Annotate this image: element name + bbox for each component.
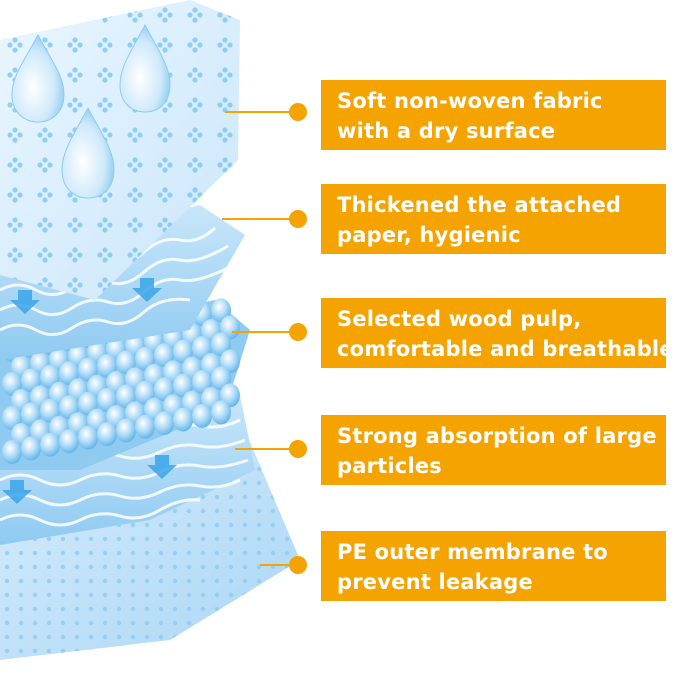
pulp-bead [78, 425, 98, 450]
pulp-bead [192, 404, 212, 428]
feature-text: Soft non-woven fabric [337, 89, 603, 113]
pulp-bead [97, 354, 117, 378]
feature-text: comfortable and breathable [337, 337, 674, 361]
pulp-bead [59, 361, 79, 386]
pulp-bead [97, 388, 117, 412]
pulp-bead [211, 332, 231, 357]
pulp-bead [154, 343, 174, 368]
connector-dot [289, 323, 307, 341]
feature-label-4: Strong absorption of large particles [321, 415, 666, 485]
pulp-bead [220, 349, 240, 374]
pulp-bead [173, 373, 193, 398]
pulp-bead [21, 402, 41, 427]
pulp-bead [59, 429, 79, 454]
pulp-bead [135, 380, 155, 405]
pulp-bead [135, 346, 155, 371]
pulp-bead [2, 406, 22, 430]
feature-text: with a dry surface [337, 119, 556, 143]
feature-text: particles [337, 454, 442, 478]
pulp-bead [2, 440, 22, 464]
water-drop-icon [11, 23, 171, 199]
feature-text: Strong absorption of large [337, 424, 657, 448]
feature-label-2: Thickened the attached paper, hygienic [321, 184, 666, 254]
pulp-bead [116, 384, 136, 409]
pulp-bead [40, 364, 60, 389]
pulp-bead [220, 383, 240, 408]
feature-text: Selected wood pulp, [337, 307, 582, 331]
feature-text: prevent leakage [337, 570, 533, 594]
connector-line [222, 218, 297, 220]
feature-label-3: Selected wood pulp, comfortable and brea… [321, 298, 674, 368]
pulp-bead [192, 336, 212, 360]
pulp-bead [21, 436, 41, 461]
pulp-bead [211, 366, 231, 391]
feature-text: PE outer membrane to [337, 540, 608, 564]
feature-text: Thickened the attached [337, 193, 622, 217]
pulp-bead [40, 398, 60, 423]
pulp-bead [40, 432, 60, 457]
pulp-bead [59, 395, 79, 420]
pulp-bead [116, 350, 136, 375]
feature-label-1: Soft non-woven fabric with a dry surface [321, 80, 666, 150]
connector-dot [289, 440, 307, 458]
pulp-bead [154, 377, 174, 402]
pulp-bead [154, 411, 174, 436]
connector-line [235, 448, 297, 450]
pulp-bead [192, 370, 212, 394]
pulp-bead [173, 339, 193, 364]
pulp-bead [220, 315, 240, 340]
pulp-bead [211, 400, 231, 425]
connector-line [225, 111, 297, 113]
pulp-bead [97, 422, 117, 446]
pulp-bead [2, 372, 22, 396]
feature-label-5: PE outer membrane to prevent leakage [321, 531, 666, 601]
pulp-bead [116, 418, 136, 443]
pulp-bead [78, 391, 98, 416]
connector-line [232, 331, 297, 333]
pulp-bead [211, 298, 231, 323]
feature-text: paper, hygienic [337, 223, 521, 247]
connector-dot [289, 103, 307, 121]
connector-dot [289, 556, 307, 574]
pulp-bead [173, 407, 193, 432]
connector-line [260, 564, 297, 566]
pulp-bead [135, 414, 155, 439]
pulp-bead [78, 357, 98, 382]
down-arrow-icon [2, 278, 177, 504]
pulp-bead [21, 368, 41, 393]
connector-dot [289, 210, 307, 228]
